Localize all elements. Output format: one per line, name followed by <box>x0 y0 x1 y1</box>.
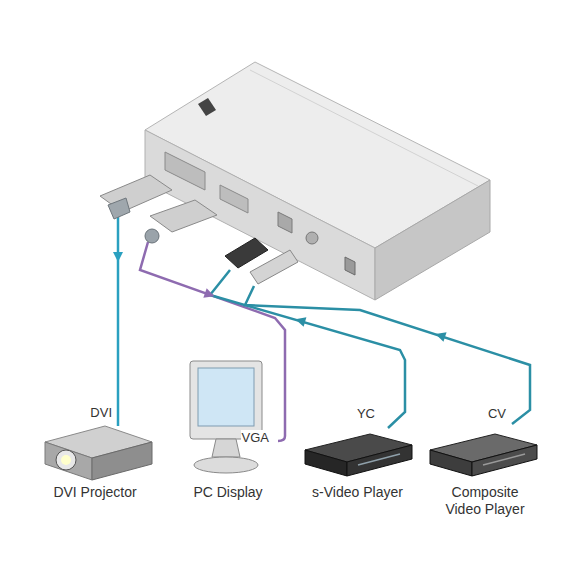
dvi-port <box>165 152 205 190</box>
lid-seam <box>250 70 478 186</box>
cv-cable <box>245 286 530 424</box>
projector-front <box>45 442 92 480</box>
player-slot <box>358 454 400 465</box>
projector-side <box>92 442 152 480</box>
device-node: Composite Video Player <box>425 418 545 518</box>
rca-port <box>306 232 318 244</box>
signal-name: CV <box>487 406 507 421</box>
device-picture <box>178 355 278 484</box>
monitor-neck <box>212 439 240 457</box>
player-front <box>305 450 347 476</box>
unit-side <box>375 180 490 300</box>
device-node: s-Video Player <box>300 418 415 501</box>
vga-plug <box>150 200 217 232</box>
device-label: s-Video Player <box>300 484 415 501</box>
signal-name: VGA <box>241 430 270 445</box>
device-label: DVI Projector <box>30 484 160 501</box>
signal-name: YC <box>356 406 376 421</box>
flow-arrow <box>203 288 216 301</box>
brand-logo <box>198 98 216 116</box>
projector-lens-glass <box>61 455 71 465</box>
flow-arrow <box>294 314 306 326</box>
unit-front <box>145 130 375 300</box>
player-side <box>472 445 537 476</box>
monitor-base <box>194 457 258 473</box>
vga-port <box>220 185 248 213</box>
device-picture <box>425 418 545 484</box>
svideo-plug <box>225 238 268 268</box>
dvi-cable <box>117 214 120 426</box>
device-label: Composite Video Player <box>435 484 535 518</box>
monitor-screen <box>198 368 254 426</box>
player-slot <box>483 454 525 465</box>
monitor-frame <box>190 361 262 439</box>
device-picture <box>30 418 160 484</box>
flow-arrow <box>434 329 447 342</box>
device-picture <box>300 418 415 484</box>
projector-lens <box>56 450 76 470</box>
device-node: PC Display <box>178 355 278 501</box>
power-port <box>345 257 355 275</box>
vga-plug-boot <box>145 229 159 243</box>
dvi-plug-boot <box>108 198 130 219</box>
device-node: DVI Projector <box>30 418 160 501</box>
device-label: PC Display <box>178 484 278 501</box>
player-side <box>347 445 412 476</box>
player-front <box>430 450 472 476</box>
signal-name: DVI <box>89 405 113 420</box>
svideo-port <box>278 212 292 233</box>
rca-plug <box>250 250 298 284</box>
flow-arrow <box>113 252 123 262</box>
